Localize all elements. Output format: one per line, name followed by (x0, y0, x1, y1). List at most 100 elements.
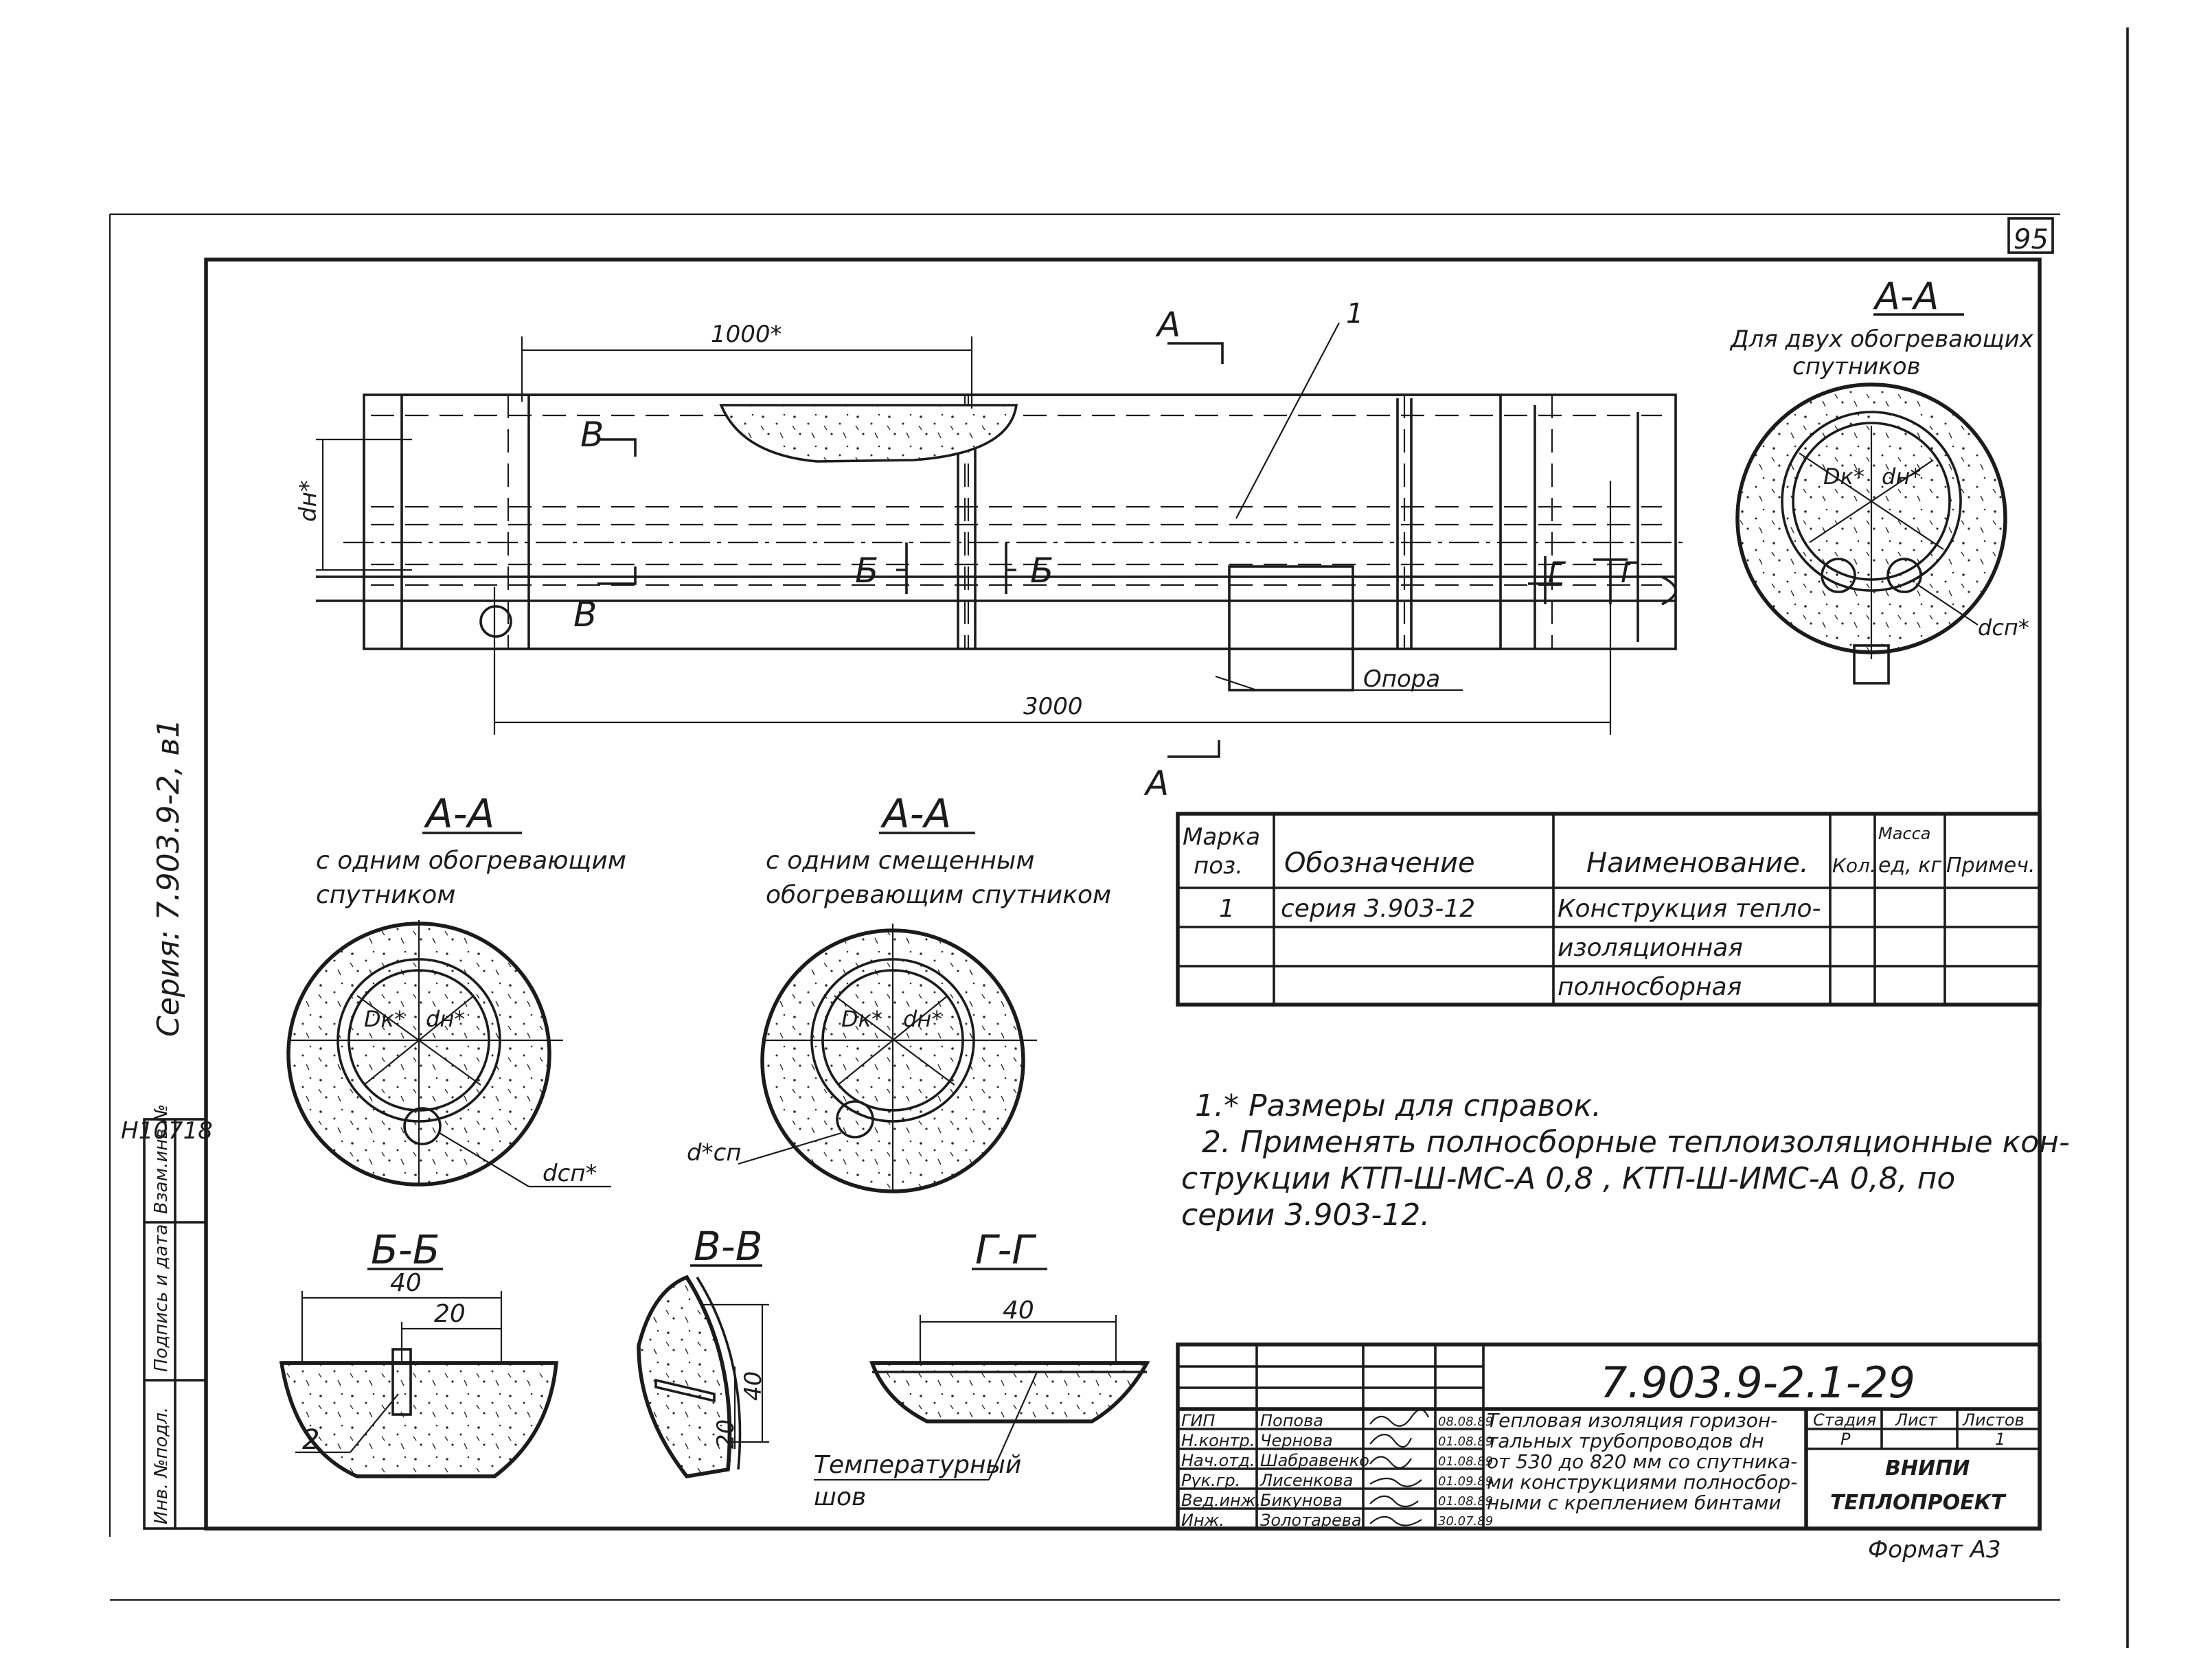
section-one-subtitle-1: с одним обогревающим (316, 847, 626, 875)
section-offset-dn: dн* (903, 1006, 942, 1032)
tb-role-6: Инж. (1181, 1511, 1224, 1530)
tb-date-2: 01.08.89 (1438, 1434, 1493, 1449)
spec-header-name: Наименование. (1586, 847, 1809, 879)
section-offset-subtitle-1: с одним смещенным (766, 847, 1035, 875)
archive-number: Н10718 (121, 1117, 213, 1145)
tb-title-2: тальных трубопроводов dн (1487, 1430, 1764, 1452)
tb-title-5: ными с креплением бинтами (1487, 1491, 1781, 1514)
detail-gg-drawing (814, 1315, 1150, 1481)
section-offset-dsp: d*сп (687, 1139, 742, 1167)
detail-gg-seam-2: шов (814, 1483, 866, 1511)
detail-bb-dim-40: 40 (390, 1269, 422, 1297)
detail-gg-seam-1: Температурный (814, 1451, 1021, 1479)
spec-header-qty: Кол. (1832, 854, 1876, 877)
section-two-dk: Dк* (1823, 464, 1865, 490)
tb-name-6: Золотарева (1260, 1511, 1362, 1530)
spec-header-mass-1: Масса (1878, 824, 1931, 843)
section-offset-drawing (738, 924, 1037, 1193)
section-v-bottom: В (573, 595, 597, 634)
tb-stage: Р (1840, 1430, 1851, 1449)
spec-row-1-name: Конструкция тепло- (1558, 895, 1821, 923)
main-pipe-view (316, 393, 1689, 691)
section-one-dk: Dк* (364, 1006, 405, 1032)
dim-length: 3000 (1023, 693, 1083, 720)
pos-1-label: 1 (1346, 298, 1363, 330)
tb-title-1: Тепловая изоляция горизон- (1487, 1409, 1777, 1432)
note-line-3: струкции КТП-Ш-МС-А 0,8 , КТП-Ш-ИМС-А 0,… (1181, 1161, 1955, 1196)
spec-table (1176, 812, 2042, 1007)
note-line-2: 2. Применять полносборные теплоизоляцион… (1202, 1125, 2070, 1160)
section-offset-dk: Dк* (841, 1006, 882, 1032)
detail-gg-dim-40: 40 (1003, 1296, 1034, 1325)
tb-sheets: 1 (1995, 1430, 2005, 1449)
main-view-dimensions (316, 322, 1612, 735)
spec-row-1-mark: 1 (1219, 895, 1235, 923)
detail-bb-dim-20: 20 (434, 1300, 466, 1328)
tb-name-3: Шабравенко (1260, 1451, 1369, 1470)
section-g-left: Г (1548, 556, 1566, 589)
tb-role-3: Нач.отд. (1181, 1451, 1255, 1470)
tb-role-2: Н.контр. (1181, 1431, 1255, 1450)
section-one-subtitle-2: спутником (316, 881, 455, 909)
section-one-drawing (286, 920, 611, 1188)
format-label: Формат А3 (1868, 1536, 2001, 1564)
section-one-dn: dн* (426, 1006, 465, 1032)
detail-gg-title: Г-Г (975, 1226, 1037, 1273)
tb-name-5: Бикунова (1260, 1491, 1343, 1510)
section-one-dsp: dсп* (543, 1160, 597, 1187)
tb-sheets-label: Листов (1962, 1410, 2025, 1430)
tb-role-4: Рук.гр. (1181, 1471, 1240, 1490)
detail-bb-title: Б-Б (371, 1226, 440, 1273)
tb-date-3: 01.08.89 (1438, 1454, 1493, 1469)
support-label: Опора (1363, 665, 1440, 693)
note-line-1: 1.* Размеры для справок. (1195, 1088, 1601, 1123)
detail-vv-dim-20: 20 (712, 1419, 740, 1449)
section-b-left: Б (855, 551, 878, 591)
page-number: 95 (2014, 224, 2049, 255)
section-two-drawing (1735, 382, 2007, 685)
series-label: Серия: 7.903.9-2, в1 (151, 719, 186, 1037)
tb-title-3: от 530 до 820 мм со спутника- (1487, 1450, 1797, 1473)
spec-header-mass-2: ед, кг (1878, 854, 1941, 878)
tb-title-4: ми конструкциями полносбор- (1487, 1471, 1797, 1494)
section-a-top: А (1155, 305, 1181, 345)
section-g-right: Г (1621, 556, 1639, 589)
tb-sheet-label: Лист (1895, 1410, 1938, 1430)
spec-header-mark-1: Марка (1183, 823, 1260, 851)
spec-header-designation: Обозначение (1284, 847, 1475, 879)
detail-vv-drawing (637, 1274, 769, 1478)
detail-vv-dim-40: 40 (740, 1371, 767, 1401)
title-block (1176, 1342, 2042, 1531)
inv-no-label: Инв. №подл. (151, 1407, 172, 1524)
spec-row-1-designation: серия 3.903-12 (1281, 895, 1475, 923)
tb-name-2: Чернова (1260, 1431, 1333, 1450)
tb-signatures (1369, 1408, 1430, 1526)
sign-date-label: Подпись и дата (151, 1224, 172, 1372)
tb-date-6: 30.07.89 (1438, 1514, 1493, 1529)
section-one-title: А-А (423, 790, 494, 837)
detail-bb-drawing (279, 1291, 559, 1478)
section-two-subtitle-2: спутников (1792, 353, 1921, 380)
section-offset-title: А-А (880, 790, 951, 837)
note-line-4: серии 3.903-12. (1181, 1198, 1430, 1233)
section-markers (597, 342, 1224, 758)
dim-dn: dн* (295, 480, 322, 522)
doc-code: 7.903.9-2.1-29 (1600, 1358, 1915, 1408)
spec-header-mark-2: поз. (1194, 852, 1243, 880)
section-two-title: А-А (1873, 275, 1939, 318)
section-two-dn: dн* (1882, 464, 1921, 490)
tb-stage-label: Стадия (1813, 1410, 1876, 1430)
vzam-inv-label: Взам.инв.№ (151, 1104, 172, 1214)
tb-date-4: 01.09.89 (1438, 1474, 1493, 1489)
section-a-bottom: А (1143, 764, 1169, 803)
section-two-dsp: dсп* (1978, 615, 2029, 641)
tb-org-2: ТЕПЛОПРОЕКТ (1830, 1491, 2007, 1515)
section-offset-subtitle-2: обогревающим спутником (766, 881, 1111, 909)
detail-vv-title: В-В (694, 1223, 763, 1270)
tb-name-1: Попова (1260, 1411, 1323, 1430)
side-stamp (143, 1118, 207, 1530)
tb-org-1: ВНИПИ (1885, 1456, 1970, 1480)
tb-name-4: Лисенкова (1259, 1471, 1353, 1490)
tb-role-5: Вед.инж. (1181, 1491, 1261, 1510)
section-b-right: Б (1030, 551, 1053, 591)
